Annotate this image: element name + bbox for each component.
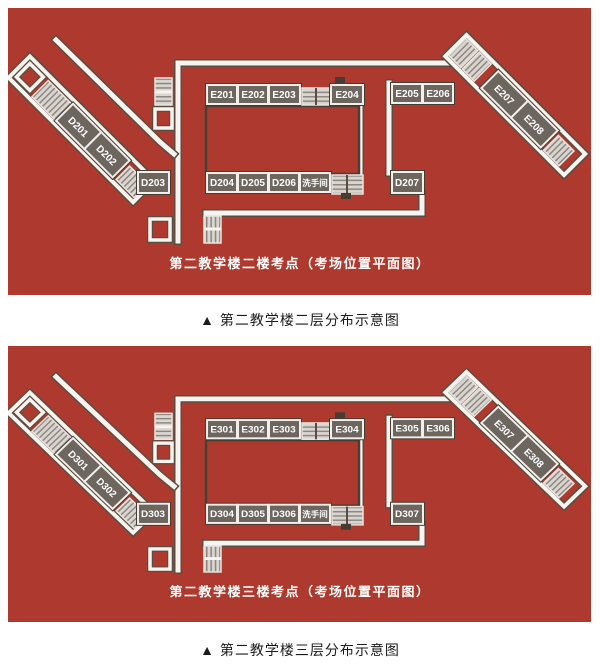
- room-bottom-1: D304: [206, 503, 238, 524]
- room-top-2: E302: [237, 419, 269, 440]
- room-label: E205: [395, 89, 419, 100]
- room-label: D307: [395, 509, 419, 520]
- room-label: E304: [335, 425, 359, 436]
- bottom-corridor-stairs-icon: [203, 215, 222, 244]
- room-top-4: E304: [330, 419, 364, 440]
- right-wing: E207 E208: [440, 30, 591, 181]
- room-right-top-1: E305: [391, 418, 423, 439]
- bottom-corridor-stairs-icon: [203, 545, 222, 573]
- courtyard: [204, 104, 361, 176]
- room-top-1: E301: [206, 419, 238, 440]
- floor-plan-panel-2f: D201 D202 D203 E201 E202 E203: [3, 8, 591, 295]
- room-top-3: E303: [268, 419, 301, 440]
- right-wing: E307 E308: [440, 367, 591, 512]
- room-junction: D303: [136, 501, 171, 526]
- right-wing-stairs-icon: [461, 387, 493, 418]
- room-washroom: 洗手间: [299, 503, 331, 524]
- room-wing-right-2: E308: [509, 433, 560, 482]
- room-right-top-2: E206: [422, 83, 454, 104]
- room-label: E204: [335, 90, 359, 101]
- room-top-4: E204: [330, 84, 364, 105]
- right-wing-end-stairs-icon: [542, 134, 576, 167]
- room-top-1: E201: [206, 84, 238, 105]
- room-label: D306: [272, 509, 296, 520]
- room-label: E202: [241, 90, 265, 101]
- figure-caption-3f: ▲ 第二教学楼三层分布示意图: [200, 642, 400, 658]
- room-label: E201: [210, 90, 234, 101]
- room-top-3: E203: [268, 84, 301, 105]
- left-wing: D301 D302: [3, 387, 160, 538]
- room-label: E203: [272, 90, 296, 101]
- room-junction: D203: [136, 170, 171, 195]
- left-wing: D201 D202: [3, 51, 160, 208]
- room-wing-right-2: E208: [509, 99, 560, 149]
- room-bottom-2: D205: [237, 172, 269, 193]
- room-label: D207: [395, 178, 419, 189]
- central-block: E301 E302 E303 E304 D304 D305 D306: [204, 412, 365, 530]
- room-label: 洗手间: [302, 178, 328, 188]
- room-wing-left-1: D301: [54, 436, 103, 484]
- room-label: E306: [426, 424, 450, 435]
- room-label: D204: [210, 178, 234, 189]
- room-top-2: E202: [237, 84, 269, 105]
- central-block: E201 E202 E203 E204 D204 D205 D206: [204, 77, 365, 199]
- room-label: E301: [210, 425, 234, 436]
- room-right-bottom: D307: [390, 501, 425, 526]
- room-label: D303: [141, 509, 165, 520]
- room-label: 洗手间: [302, 509, 327, 519]
- floor-plan-panel-3f: D301 D302 D303 E301 E302 E303: [3, 346, 591, 622]
- room-washroom: 洗手间: [299, 172, 331, 193]
- plan-caption: 第二教学楼三楼考点（考场位置平面图）: [170, 584, 431, 599]
- floor-plan-2f: D201 D202 D203 E201 E202 E203: [3, 30, 591, 271]
- room-bottom-3: D306: [268, 503, 300, 524]
- left-corridor-attachments: [147, 77, 175, 243]
- right-wing-stairs-icon: [447, 37, 479, 69]
- room-bottom-3: D206: [268, 172, 300, 193]
- room-bottom-1: D204: [206, 172, 238, 193]
- plan-caption: 第二教学楼二楼考点（考场位置平面图）: [169, 256, 430, 271]
- right-wing-stairs-icon: [461, 50, 493, 83]
- room-label: D205: [241, 178, 265, 189]
- room-label: E303: [272, 425, 296, 436]
- room-label: D203: [141, 178, 165, 189]
- room-right-bottom: D207: [390, 170, 425, 195]
- room-label: E206: [426, 89, 450, 100]
- room-right-top-2: E306: [422, 418, 454, 439]
- courtyard: [204, 439, 361, 507]
- room-label: D304: [210, 509, 234, 520]
- room-label: D305: [241, 509, 265, 520]
- right-wing-stairs-icon: [447, 374, 479, 405]
- room-label: E302: [241, 425, 265, 436]
- right-block: E205 E206 D207: [390, 82, 455, 195]
- room-label: D206: [272, 178, 296, 189]
- figure-caption-2f: ▲ 第二教学楼二层分布示意图: [200, 312, 400, 328]
- right-wing-end-stairs-icon: [542, 467, 576, 499]
- room-right-top-1: E205: [391, 83, 423, 104]
- room-label: E305: [395, 424, 419, 435]
- left-corridor-attachments: [147, 412, 175, 572]
- room-bottom-2: D305: [237, 503, 269, 524]
- right-block: E305 E306 D307: [390, 417, 455, 526]
- floor-plan-3f: D301 D302 D303 E301 E302 E303: [3, 367, 591, 599]
